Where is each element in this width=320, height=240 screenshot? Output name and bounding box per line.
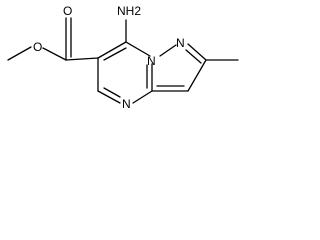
ester-oxygen-label: O (33, 40, 42, 54)
bond-c6-c7 (97, 41, 127, 59)
pyrimidine-nitrogen-label: N (122, 97, 131, 111)
bond-c2-c3 (187, 59, 207, 92)
bridgehead-nitrogen-label: N (147, 54, 156, 68)
bond-ester-oxygen-carbon (42, 47, 67, 61)
pyrazole-nitrogen-label: N (176, 36, 185, 50)
carbonyl-oxygen-label: O (63, 4, 72, 18)
bond-c5-n4-inner (103, 87, 121, 98)
bond-c6-c7-inner (103, 47, 127, 61)
bond-n4-c3a (132, 90, 153, 104)
chemical-structure: NH2 O O N N N (7, 4, 239, 111)
bond-c7-nbridge (125, 41, 151, 57)
bond-ntop-c2-inner (185, 49, 202, 64)
bonds (7, 17, 239, 104)
bond-carbonyl-ring (65, 57, 99, 61)
atom-labels: NH2 O O N N N (33, 4, 185, 111)
bond-ntop-c2 (187, 43, 207, 61)
bond-nbridge-ntop (159, 44, 177, 57)
bond-c5-n4 (97, 90, 121, 104)
amine-label: NH2 (117, 4, 141, 18)
bond-methyl-oxygen (7, 46, 32, 61)
